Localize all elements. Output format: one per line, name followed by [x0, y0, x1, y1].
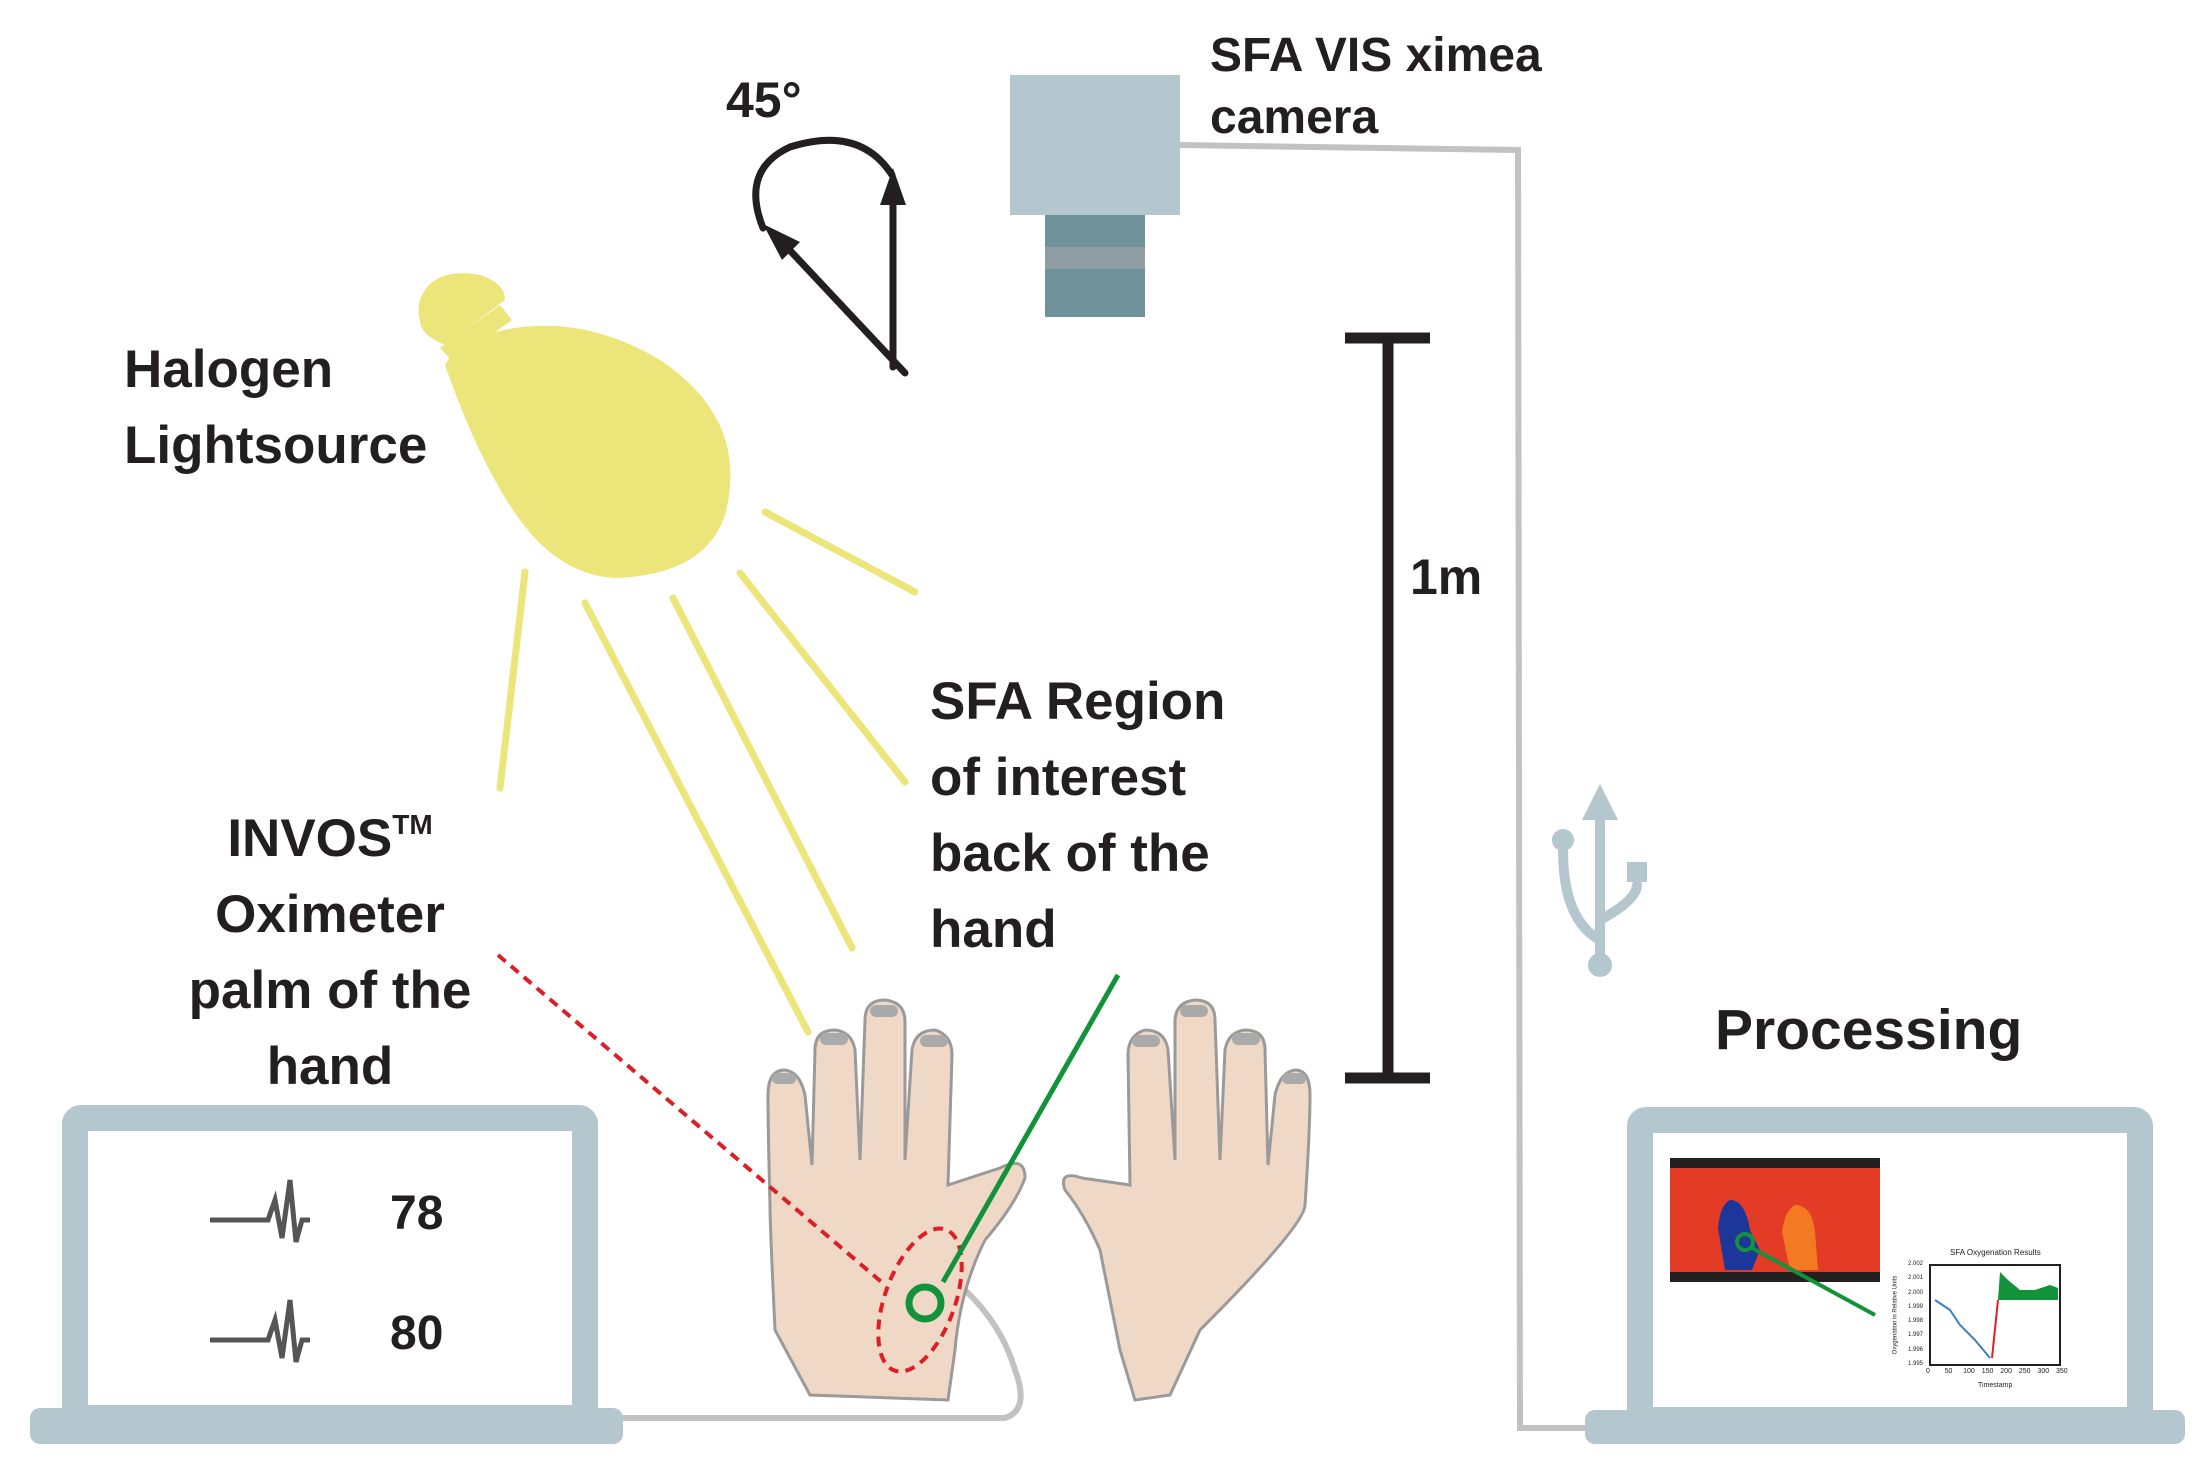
mini-plot-xtick: 200: [2000, 1368, 2012, 1375]
camera-cable: [1177, 142, 1585, 1431]
mini-oxygenation-plot: [1929, 1264, 2061, 1366]
sfa-roi-marker: [905, 973, 1121, 1323]
mini-plot-ytick: 1.997: [1908, 1332, 1924, 1339]
distance-scale-bar: [1345, 332, 1430, 1084]
camera-label-line2: camera: [1210, 91, 1379, 144]
processing-thumbnail: [1670, 1158, 1880, 1317]
sensor-cable: [622, 1287, 1024, 1421]
trademark-mark: TM: [392, 809, 433, 840]
left-hand: [766, 998, 1027, 1402]
angle-label: 45°: [726, 72, 802, 128]
distance-label: 1m: [1410, 549, 1483, 605]
angle-indicator: [752, 136, 909, 377]
reading-2: 80: [390, 1307, 444, 1360]
oximeter-sensor-region: [496, 953, 964, 1374]
lightsource-label-line1: Halogen: [124, 340, 334, 399]
reading-1: 78: [390, 1187, 444, 1240]
camera-label: SFA VIS ximea camera: [1210, 25, 1542, 149]
halogen-bulb: [418, 273, 731, 578]
invos-label: INVOSTM Oximeter palm of the hand: [140, 787, 520, 1105]
mini-plot-xtick: 300: [2037, 1368, 2050, 1375]
mini-plot-ytick: 1.998: [1908, 1318, 1924, 1325]
mini-plot-xtick: 150: [1981, 1368, 1994, 1375]
invos-label-line4: hand: [266, 1037, 394, 1096]
right-hand: [1061, 998, 1312, 1402]
waveform-icon: [210, 1179, 310, 1363]
processing-laptop: [1585, 1107, 2185, 1444]
sfa-region-label: SFA Region of interest back of the hand: [930, 664, 1225, 968]
mini-plot-ytick: 2.001: [1908, 1275, 1924, 1282]
sfa-region-label-line2: of interest: [930, 748, 1187, 807]
invos-label-line3: palm of the: [188, 961, 472, 1020]
invos-label-line2: Oximeter: [215, 885, 445, 944]
mini-plot-xtick: 100: [1963, 1368, 1975, 1375]
sfa-region-label-line4: hand: [930, 900, 1057, 959]
mini-plot-ytick: 1.999: [1908, 1303, 1924, 1310]
invos-label-line1: INVOSTM: [227, 809, 433, 868]
sfa-region-label-line1: SFA Region: [930, 672, 1226, 731]
mini-plot-ytick: 2.000: [1908, 1289, 1924, 1296]
oximeter-monitor: [30, 1105, 623, 1444]
light-rays: [496, 508, 919, 1036]
mini-plot-xtick: 350: [2056, 1368, 2068, 1375]
camera: [1010, 75, 1180, 317]
mini-plot-ylabel: Oxygenation in Relative Units: [1892, 1275, 1899, 1355]
mini-plot-xtick: 50: [1944, 1368, 1953, 1375]
sfa-region-label-line3: back of the: [930, 824, 1210, 883]
mini-plot-xtick: 250: [2018, 1368, 2031, 1375]
mini-plot-xtick: 0: [1926, 1368, 1930, 1375]
mini-plot-ytick: 1.996: [1908, 1346, 1924, 1353]
usb-icon: [1552, 783, 1647, 977]
processing-label: Processing: [1715, 998, 2023, 1062]
lightsource-label-line2: Lightsource: [124, 416, 428, 475]
mini-plot-ytick: 1.995: [1908, 1361, 1924, 1367]
lightsource-label: Halogen Lightsource: [124, 332, 427, 484]
camera-label-line1: SFA VIS ximea: [1210, 29, 1542, 82]
mini-plot-title: SFA Oxygenation Results: [1950, 1248, 2041, 1257]
mini-plot-xlabel: Timestamp: [1978, 1382, 2013, 1389]
mini-plot-ytick: 2.002: [1908, 1261, 1924, 1267]
